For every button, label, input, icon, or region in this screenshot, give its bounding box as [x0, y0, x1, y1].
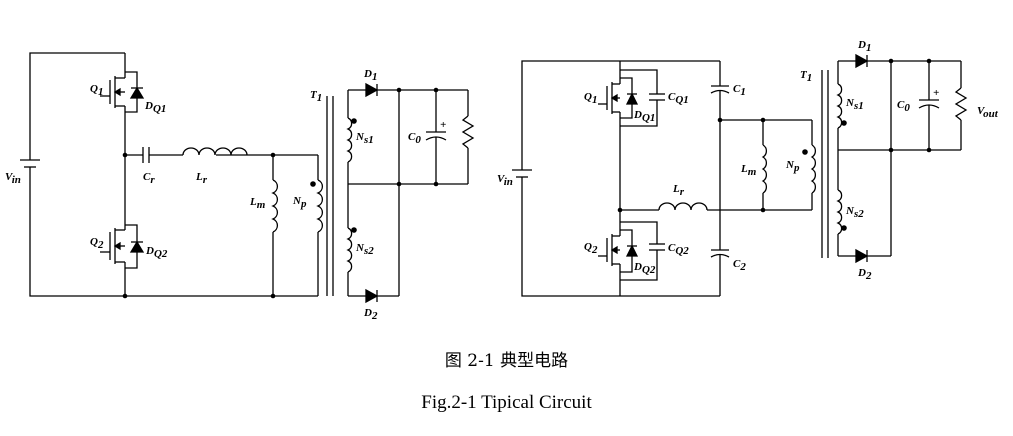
label-np-left: Np — [292, 195, 307, 210]
label-cq1-right: CQ1 — [668, 91, 689, 106]
label-ns2-left: Ns2 — [355, 242, 374, 257]
label-c2-right: C2 — [733, 258, 746, 273]
label-q1-left: Q1 — [90, 83, 103, 98]
label-ns1-left: Ns1 — [355, 131, 374, 146]
label-d2-right: D2 — [857, 267, 872, 282]
label-q2-right: Q2 — [584, 241, 598, 256]
label-c0-left: C0 — [408, 131, 421, 146]
label-q1-right: Q1 — [584, 91, 597, 106]
label-d2-left: D2 — [363, 307, 378, 322]
label-c1-right: C1 — [733, 83, 746, 98]
label-q2-left: Q2 — [90, 236, 104, 251]
label-dq1-left: DQ1 — [144, 100, 166, 115]
label-dq1-right: DQ1 — [633, 109, 655, 124]
label-lm-left: Lm — [249, 196, 266, 211]
label-cq2-right: CQ2 — [668, 242, 689, 257]
label-plus-right: + — [933, 87, 939, 99]
label-lr-left: Lr — [195, 171, 208, 186]
label-lm-right: Lm — [740, 163, 757, 178]
figure-caption-chinese: 图 2-1 典型电路 — [444, 351, 569, 371]
label-cr-left: Cr — [143, 171, 155, 186]
label-vin-left: Vin — [5, 171, 21, 186]
circuit-figure: Vin Q1 DQ1 Q2 DQ2 Cr Lr Lm Np T1 D1 D2 N… — [5, 39, 999, 322]
label-ns2-right: Ns2 — [845, 205, 864, 220]
label-dq2-right: DQ2 — [633, 261, 656, 276]
label-c0-right: C0 — [897, 99, 910, 114]
label-dq2-left: DQ2 — [145, 245, 168, 260]
label-d1-right: D1 — [857, 39, 871, 54]
circuit-diagrams-svg: Vin Q1 DQ1 Q2 DQ2 Cr Lr Lm Np T1 D1 D2 N… — [5, 39, 999, 322]
label-lr-right: Lr — [672, 183, 685, 198]
figure-caption-english: Fig.2-1 Tipical Circuit — [421, 392, 592, 413]
label-plus-left: + — [440, 119, 446, 131]
label-d1-left: D1 — [363, 68, 377, 83]
right-circuit: Vin Q1 DQ1 CQ1 Q2 DQ2 CQ2 C1 C2 Lr Lm Np… — [497, 39, 999, 297]
label-ns1-right: Ns1 — [845, 97, 864, 112]
label-vout-right: Vout — [977, 105, 999, 120]
label-vin-right: Vin — [497, 173, 513, 188]
left-circuit: Vin Q1 DQ1 Q2 DQ2 Cr Lr Lm Np T1 D1 D2 N… — [5, 52, 475, 322]
label-np-right: Np — [785, 159, 800, 174]
label-t1-right: T1 — [800, 69, 812, 84]
label-t1-left: T1 — [310, 89, 322, 104]
